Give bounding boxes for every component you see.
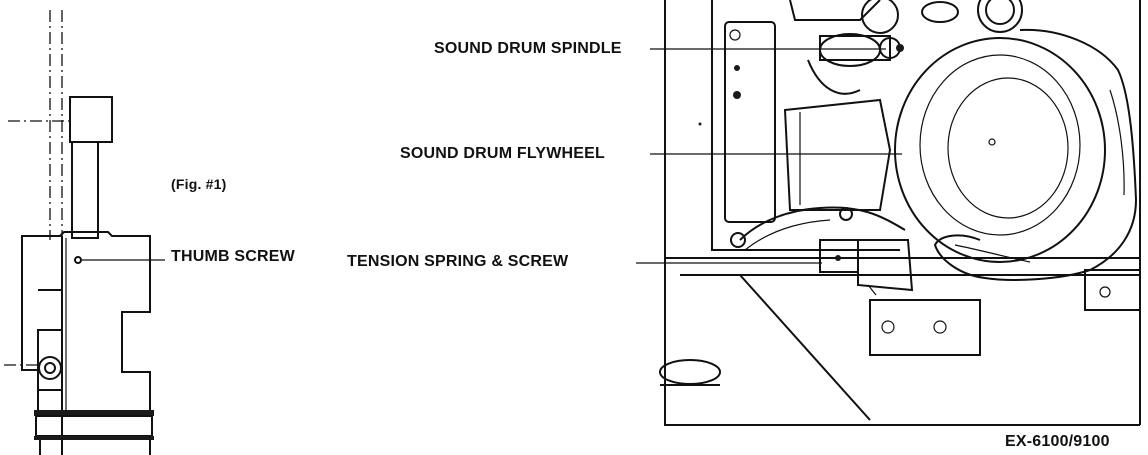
- figure-caption: (Fig. #1): [171, 176, 227, 192]
- sound-drum-flywheel-label: SOUND DRUM FLYWHEEL: [400, 145, 605, 162]
- tension-spring-screw-label: TENSION SPRING & SCREW: [347, 253, 569, 270]
- sound-drum-spindle-label: SOUND DRUM SPINDLE: [434, 40, 622, 57]
- thumb-screw-label: THUMB SCREW: [171, 248, 295, 265]
- model-number: EX-6100/9100: [1005, 433, 1110, 450]
